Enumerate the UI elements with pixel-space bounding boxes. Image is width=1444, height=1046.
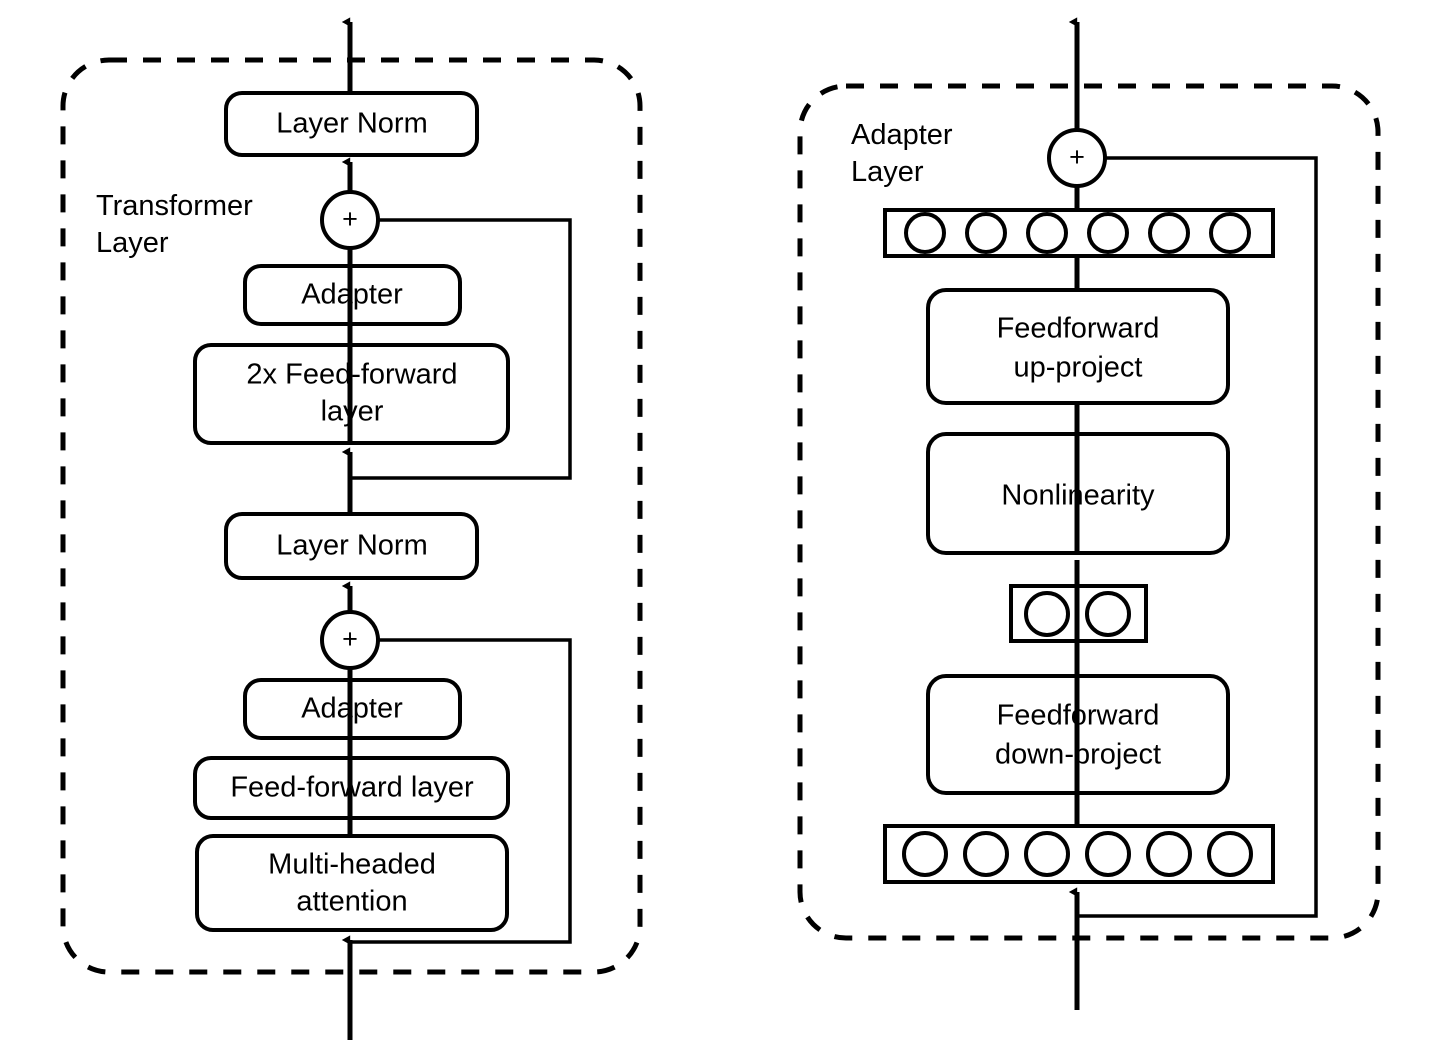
multi-headed-attention-label-line1: Multi-headed [268, 849, 436, 881]
neuron-circle [965, 212, 1007, 254]
neuron-row-top [883, 208, 1275, 258]
neuron-circle [902, 831, 948, 877]
neuron-circle [1148, 212, 1190, 254]
feedforward-up-label-line1: Feedforward [997, 313, 1160, 345]
nonlinearity-label: Nonlinearity [1001, 480, 1155, 512]
layer-norm-top-label: Layer Norm [276, 108, 428, 140]
right-residual-skip [1079, 156, 1318, 918]
left-residual-lower [352, 638, 572, 944]
neuron-circle [1024, 831, 1070, 877]
neuron-row-bottom [883, 824, 1275, 884]
neuron-circle [1024, 591, 1070, 637]
adapter-adder-label: + [1069, 142, 1085, 172]
adapter-layer-panel: Adapter Layer [797, 17, 1381, 1010]
box-adapter-bottom[interactable]: Adapter [243, 678, 462, 740]
neuron-circle [904, 212, 946, 254]
feed-forward-2x-label-line2: layer [321, 396, 384, 428]
box-feedforward-down-project[interactable]: Feedforward down-project [926, 674, 1230, 795]
transformer-layer-label-line2: Layer [96, 227, 169, 259]
adder-top: + [320, 190, 380, 250]
left-residual-upper [352, 218, 572, 480]
neuron-circle [1087, 212, 1129, 254]
box-adapter-top[interactable]: Adapter [243, 264, 462, 326]
neuron-circle [1209, 212, 1251, 254]
neuron-circle [963, 831, 1009, 877]
multi-headed-attention-label-line2: attention [296, 886, 407, 918]
neuron-row-bottleneck [1009, 584, 1148, 643]
neuron-circle [1026, 212, 1068, 254]
feed-forward-layer-label: Feed-forward layer [230, 772, 474, 804]
feedforward-down-label-line2: down-project [995, 739, 1161, 771]
adapter-top-label: Adapter [301, 279, 403, 311]
adapter-layer-label-line2: Layer [851, 156, 924, 188]
adder-bottom-label: + [342, 624, 358, 654]
adder-bottom: + [320, 610, 380, 670]
feed-forward-2x-label-line1: 2x Feed-forward [246, 359, 457, 391]
adapter-layer-label-line1: Adapter [851, 119, 953, 151]
box-feedforward-up-project[interactable]: Feedforward up-project [926, 288, 1230, 405]
adapter-bottom-label: Adapter [301, 693, 403, 725]
neuron-circle [1085, 591, 1131, 637]
box-2x-feed-forward-layer[interactable]: 2x Feed-forward layer [193, 343, 510, 445]
feedforward-up-label-line2: up-project [1014, 352, 1143, 384]
neuron-circle [1146, 831, 1192, 877]
box-feed-forward-layer[interactable]: Feed-forward layer [193, 756, 510, 820]
box-layer-norm-bottom[interactable]: Layer Norm [224, 512, 479, 580]
adapter-layer-dashed-border [797, 83, 1381, 941]
adder-top-label: + [342, 204, 358, 234]
neuron-circle [1085, 831, 1131, 877]
feedforward-down-label-line1: Feedforward [997, 700, 1160, 732]
adapter-adder: + [1047, 128, 1107, 188]
box-multi-headed-attention[interactable]: Multi-headed attention [195, 834, 509, 932]
neuron-circle [1207, 831, 1253, 877]
box-nonlinearity[interactable]: Nonlinearity [926, 432, 1230, 555]
transformer-layer-panel: Transformer Layer [60, 17, 643, 1040]
layer-norm-bottom-label: Layer Norm [276, 530, 428, 562]
box-layer-norm-top[interactable]: Layer Norm [224, 91, 479, 157]
transformer-layer-label-line1: Transformer [96, 190, 253, 222]
